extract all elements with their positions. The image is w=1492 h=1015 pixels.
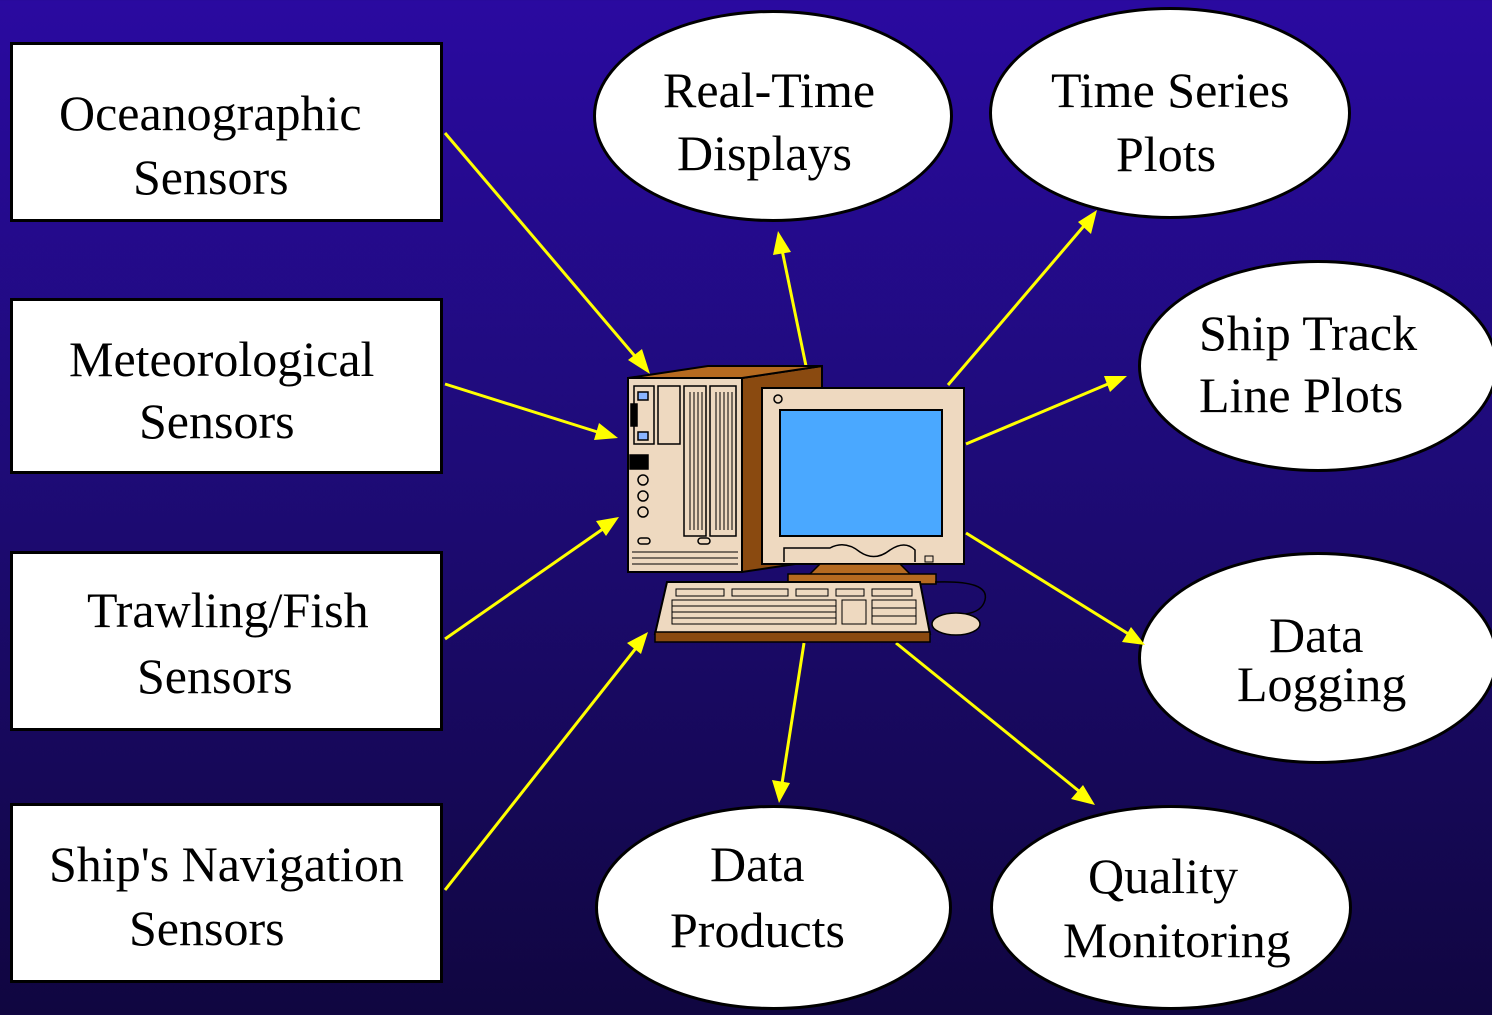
arrow-computer-to-real-time	[779, 244, 808, 367]
output-oval-label-line2: Logging	[1237, 656, 1407, 712]
arrow-computer-to-data-products	[779, 642, 806, 791]
button-icon	[637, 506, 649, 518]
output-oval-label-line2: Monitoring	[1063, 912, 1291, 968]
output-oval-label-line1: Data	[1269, 607, 1364, 663]
arrowhead	[773, 231, 791, 255]
input-box-label-line2: Sensors	[139, 393, 295, 449]
mouse-icon	[931, 612, 981, 636]
input-box-meteorological: Meteorological Sensors	[10, 298, 443, 474]
arrow-computer-to-ship-track	[965, 379, 1116, 446]
input-box-label-line1: Meteorological	[69, 331, 375, 387]
arrowhead	[1078, 210, 1097, 234]
input-box-label-line1: Ship's Navigation	[49, 836, 404, 892]
output-oval-real-time-displays: Real-Time Displays	[593, 10, 953, 222]
arrowhead	[1071, 785, 1095, 805]
output-oval-label-line2: Plots	[1116, 126, 1217, 182]
button-icon	[637, 490, 649, 502]
output-oval-label-line1: Time Series	[1051, 62, 1290, 118]
tower-base-slot	[697, 537, 711, 545]
drive-bay-led	[637, 431, 649, 441]
input-box-trawling-fish: Trawling/Fish Sensors	[10, 551, 443, 731]
arrowhead	[1104, 376, 1127, 392]
keyboard-edge	[654, 631, 931, 643]
arrowhead	[772, 780, 790, 803]
tower-base-slot	[637, 537, 651, 545]
arrowhead	[627, 632, 648, 654]
output-oval-label-line2: Line Plots	[1199, 367, 1404, 423]
arrowhead	[594, 423, 618, 440]
arrow-computer-to-time-series	[946, 219, 1091, 386]
output-oval-quality-monitoring: Quality Monitoring	[990, 805, 1352, 1010]
monitor-screen	[779, 409, 943, 537]
output-oval-data-logging: Data Logging	[1138, 552, 1492, 764]
input-box-label-line2: Sensors	[137, 648, 293, 704]
input-box-label-line1: Oceanographic	[59, 85, 362, 141]
output-oval-label-line1: Real-Time	[663, 62, 876, 118]
output-oval-label-line2: Products	[670, 902, 845, 958]
arrowhead	[596, 517, 619, 536]
monitor-button-icon	[773, 394, 783, 404]
output-oval-data-products: Data Products	[595, 805, 952, 1010]
output-oval-time-series-plots: Time Series Plots	[989, 7, 1351, 219]
drive-bay-led	[637, 391, 649, 401]
output-oval-label-line1: Ship Track	[1199, 305, 1418, 361]
arrowhead	[628, 349, 650, 374]
input-box-ships-navigation: Ship's Navigation Sensors	[10, 803, 443, 983]
input-box-oceanographic: Oceanographic Sensors	[10, 42, 443, 222]
output-oval-ship-track-line-plots: Ship Track Line Plots	[1138, 260, 1492, 472]
arrow-computer-to-data-logging	[965, 531, 1136, 640]
monitor-bezel-curve	[783, 544, 916, 562]
arrow-navigation-to-computer	[443, 642, 642, 891]
vent-panel	[683, 385, 707, 537]
power-indicator	[629, 454, 649, 470]
input-box-label-line1: Trawling/Fish	[87, 582, 369, 638]
output-oval-label-line1: Quality	[1088, 848, 1238, 904]
arrow-trawling-to-computer	[444, 522, 611, 641]
input-box-label-line2: Sensors	[133, 149, 289, 205]
arrow-oceanographic-to-computer	[443, 132, 647, 369]
mouse-cable	[934, 581, 987, 615]
arrow-meteorological-to-computer	[444, 382, 608, 437]
input-box-label-line2: Sensors	[129, 900, 285, 956]
monitor-power-button	[924, 555, 934, 563]
output-oval-label-line1: Data	[710, 836, 805, 892]
output-oval-label-line2: Displays	[677, 125, 852, 181]
arrow-computer-to-quality	[895, 641, 1086, 798]
drive-slot	[630, 403, 638, 427]
arrowhead	[1122, 627, 1145, 645]
button-icon	[637, 474, 649, 486]
vent-panel	[657, 385, 681, 445]
